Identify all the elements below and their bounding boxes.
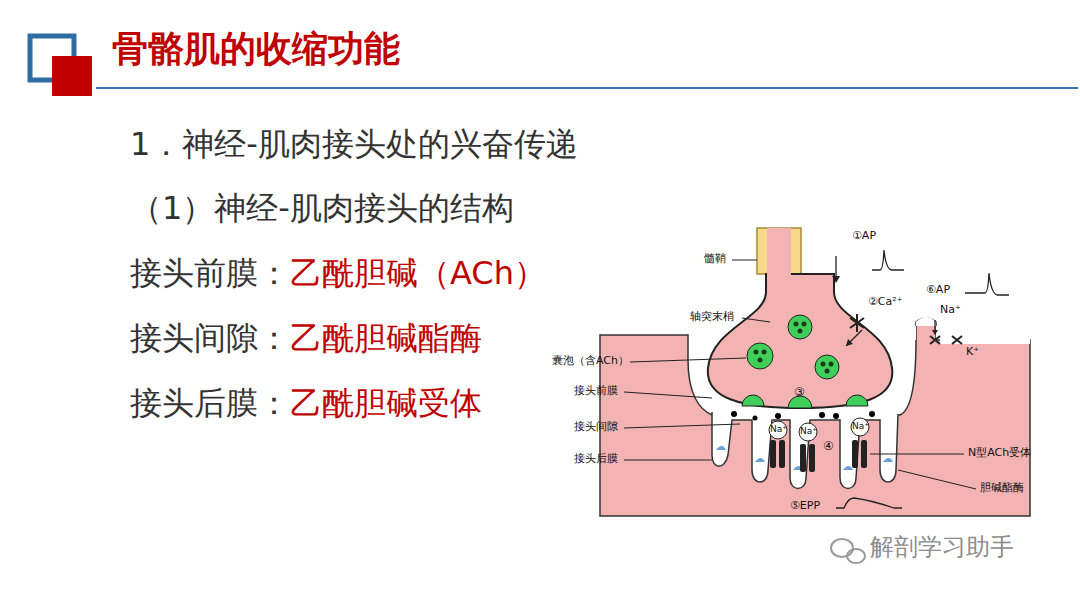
ion-label: Na⁺ [940, 304, 961, 317]
ap-trace [872, 250, 904, 270]
part-label: 囊泡（含ACh） [552, 355, 629, 368]
body-text: 接头后膜： [130, 385, 290, 422]
body-text: 接头前膜： [130, 255, 290, 292]
postjunctional-membrane [712, 412, 898, 489]
body-text: （1）神经-肌肉接头的结构 [130, 190, 514, 227]
ion-channel [930, 336, 962, 344]
ion-marker [769, 418, 869, 441]
ap-trace [965, 273, 1009, 295]
part-label: 髓鞘 [704, 253, 726, 266]
flow-arrow [846, 339, 853, 346]
flow-arrow [932, 330, 938, 335]
body-text: 接头间隙： [130, 320, 290, 357]
part-label: 胆碱酯酶 [980, 482, 1024, 495]
body-highlight: 乙酰胆碱酯酶 [290, 320, 482, 357]
axon-terminal [708, 274, 892, 408]
leader-line [624, 260, 976, 489]
title-icon [52, 56, 92, 96]
flow-arrow [832, 276, 840, 283]
callout-number: ⑤EPP [790, 500, 820, 513]
body-text: 1．神经-肌肉接头处的兴奋传递 [130, 126, 578, 163]
slide-title: 骨骼肌的收缩功能 [112, 28, 400, 69]
ach-receptor [770, 440, 867, 472]
part-label: 接头间隙 [574, 421, 618, 434]
callout-number: ④ [823, 440, 834, 454]
ion-label: Na⁺ [852, 421, 869, 431]
part-label: 接头前膜 [574, 385, 618, 398]
part-label: 接头后膜 [574, 453, 618, 466]
body-highlight: 乙酰胆碱受体 [290, 385, 482, 422]
ach-molecule [754, 322, 834, 374]
vesicle [742, 315, 868, 408]
watermark-icon [831, 539, 865, 563]
callout-number: ②Ca²⁺ [868, 296, 903, 309]
ion-label: Na⁺ [800, 426, 817, 436]
callout-number: ①AP [852, 230, 876, 243]
axon [767, 228, 791, 276]
part-label: N型ACh受体 [968, 447, 1031, 460]
ion-label: Na⁺ [770, 424, 787, 434]
ion-label: K⁺ [966, 346, 979, 359]
epp-trace [836, 498, 902, 508]
watermark: 解剖学习助手 [870, 534, 1014, 562]
title-rule [96, 87, 1078, 89]
callout-number: ⑥AP [926, 284, 950, 297]
body-highlight: 乙酰胆碱（ACh） [290, 255, 546, 292]
part-label: 轴突末梢 [690, 311, 734, 324]
calcium-channel [850, 314, 864, 332]
callout-number: ③ [794, 386, 805, 400]
flow-arrow [835, 256, 836, 278]
flow-arrow [846, 330, 862, 346]
ach-molecule [731, 411, 875, 421]
